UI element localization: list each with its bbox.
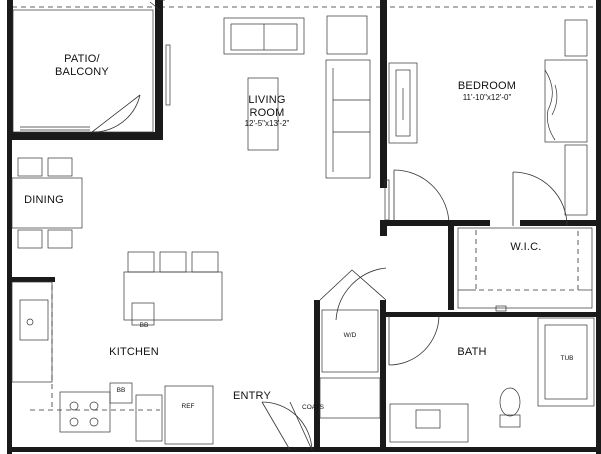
living-dimensions: 12'-5"x13'-2" <box>244 119 290 129</box>
refrigerator-label: REF <box>181 403 195 410</box>
tub-label: TUB <box>560 355 574 362</box>
walk-in-closet <box>457 227 593 312</box>
living-label-line1: LIVING <box>248 94 286 106</box>
laundry-coats-entry <box>261 267 387 451</box>
kitchen-layout <box>7 251 223 445</box>
living-label-line2: ROOM <box>249 106 285 119</box>
bedroom-label: BEDROOM 11'-10"x12'-0" <box>452 80 522 102</box>
living-furniture <box>223 15 371 179</box>
living-bedroom-wall <box>380 0 450 236</box>
patio-label-line1: PATIO/ <box>64 53 100 65</box>
patio-balcony-area <box>12 0 171 133</box>
island-stool-label: BB <box>139 322 149 329</box>
bedroom-dimensions: 11'-10"x12'-0" <box>462 92 512 102</box>
dining-label: DINING <box>24 194 64 206</box>
bedroom-name: BEDROOM <box>457 80 517 92</box>
entry-label: ENTRY <box>232 390 272 402</box>
dining-table <box>11 157 83 249</box>
coats-label: COATS <box>302 404 324 411</box>
wic-label: W.I.C. <box>510 241 542 253</box>
range-label: BB <box>116 387 126 394</box>
bedroom-furniture <box>388 19 588 216</box>
exterior-walls <box>7 0 601 454</box>
bath-label: BATH <box>457 346 487 358</box>
washer-dryer-label: W/D <box>343 332 357 339</box>
patio-label: PATIO/ BALCONY <box>48 53 116 78</box>
patio-label-line2: BALCONY <box>55 65 109 78</box>
kitchen-label: KITCHEN <box>109 346 159 358</box>
bath-layout <box>386 312 600 443</box>
bedroom-walls <box>380 171 600 310</box>
living-room-label: LIVING ROOM 12'-5"x13'-2" <box>234 94 300 128</box>
